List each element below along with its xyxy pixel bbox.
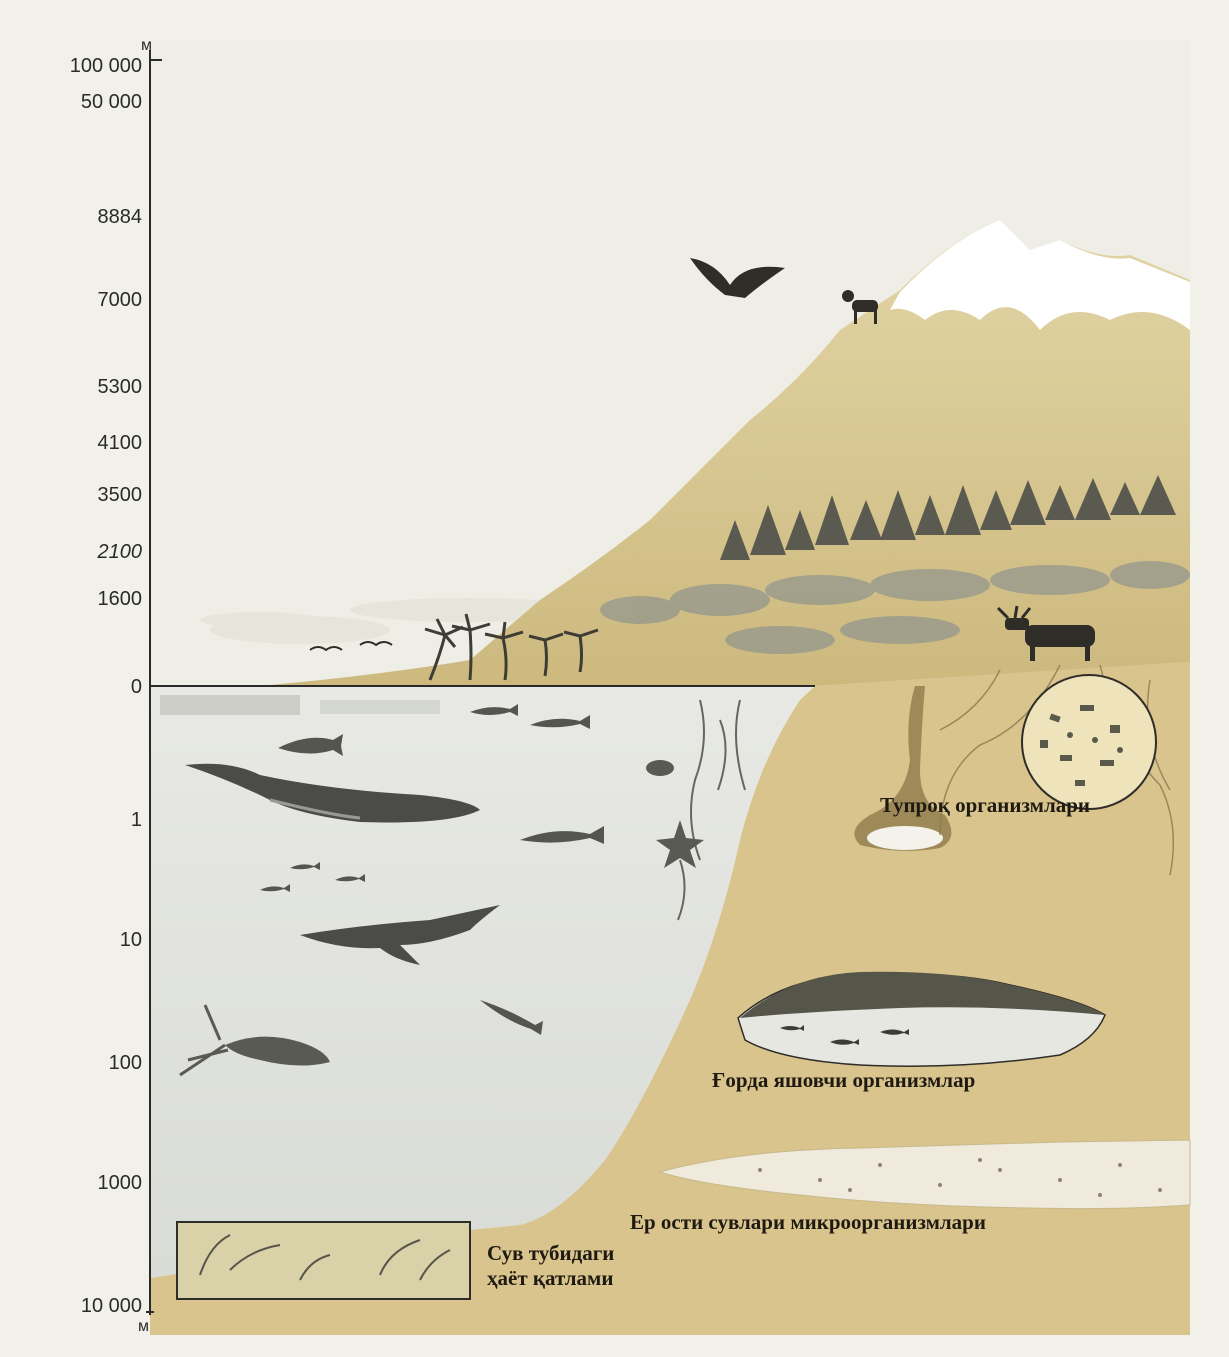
tick-label: 10: [0, 930, 142, 950]
tick-label: 7000: [0, 290, 142, 310]
tick-label: 4100: [0, 433, 142, 453]
tick-label: 100: [0, 1053, 142, 1073]
label-groundwater-microorganisms: Ер ости сувлари микроорганизмлари: [630, 1210, 986, 1235]
tick-label: 2100: [0, 542, 142, 562]
label-bottom-life-layer: Сув тубидаги ҳаёт қатлами: [487, 1241, 614, 1291]
tick-label: 1600: [0, 589, 142, 609]
bottom-life-box: [177, 1222, 470, 1299]
tick-label: 8884: [0, 207, 142, 227]
tick-label: 10 000: [0, 1296, 142, 1316]
tick-label: 50 000: [0, 92, 142, 112]
tick-label: 5300: [0, 377, 142, 397]
crab-icon: [646, 760, 674, 776]
label-soil-organisms: Тупроқ организмлари: [880, 793, 1090, 818]
axis-unit-top: м: [141, 37, 152, 55]
tick-label: 100 000: [0, 56, 142, 76]
tick-label: 1000: [0, 1173, 142, 1193]
label-cave-organisms: Ғорда яшовчи организмлар: [712, 1068, 975, 1093]
axis-unit-bottom: м: [138, 1318, 149, 1336]
tick-label: 1: [0, 810, 142, 830]
soil-microscope-circle: [1022, 675, 1156, 809]
tick-label: 0: [0, 677, 142, 697]
tick-label: 3500: [0, 485, 142, 505]
